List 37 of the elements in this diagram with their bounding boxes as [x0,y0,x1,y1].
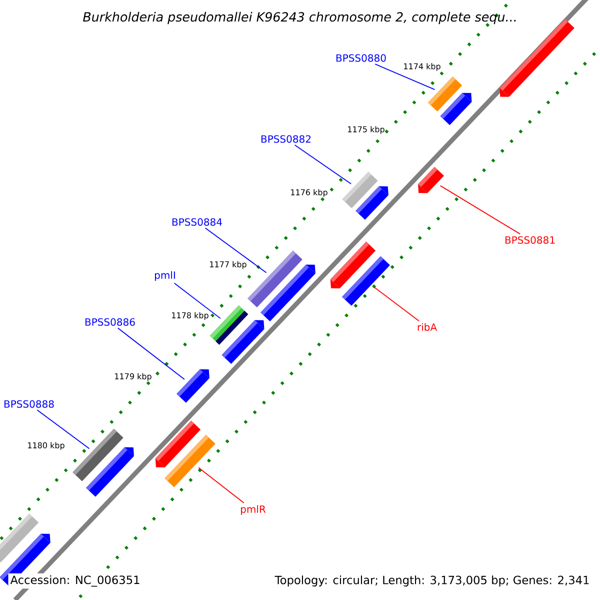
gene-label: BPSS0881 [505,236,555,244]
gene-label: pmlR [241,505,266,515]
footer-text: Topology: circular; Length: 3,173,005 bp; Genes: 2,341 [272,574,592,588]
gene-block [260,264,316,322]
leader-line [294,144,352,184]
gene-block [86,447,134,497]
scale-label: 1179 kbp [115,373,152,381]
leader-line [440,185,520,234]
gene-label: BPSS0880 [336,54,386,62]
gene-block [342,256,390,306]
gene-block [164,434,216,488]
leader-line [174,282,221,319]
gene-label: BPSS0884 [172,218,222,226]
scale-label: 1175 kbp [348,126,384,134]
leader-line [117,328,185,380]
scale-label: 1178 kbp [172,312,208,320]
leader-line [36,410,90,450]
scale-label: 1176 kbp [291,189,328,197]
title: Burkholderia pseudomallei K96243 chromosome 2, complete sequ... [83,12,516,24]
leader-line [204,228,267,274]
gene-block [176,369,210,403]
scale-label: 1177 kbp [210,261,246,269]
gene-block [222,320,264,364]
leader-line [198,467,244,504]
gene-label: BPSS0882 [261,135,310,143]
leader-line [374,64,436,90]
gene-label: BPSS0888 [4,400,54,408]
gene-block [440,92,472,126]
leader-line [374,287,420,322]
scale-label: 1174 kbp [404,63,440,71]
scale-label: 1180 kbp [28,442,64,450]
gene-label: BPSS0886 [85,318,135,326]
gene-label: pmlI [155,271,175,281]
gene-block [418,166,444,194]
gene-block [356,186,388,220]
gene-label: ribA [418,323,437,331]
footer-text: Accession: NC_006351 [8,573,142,589]
